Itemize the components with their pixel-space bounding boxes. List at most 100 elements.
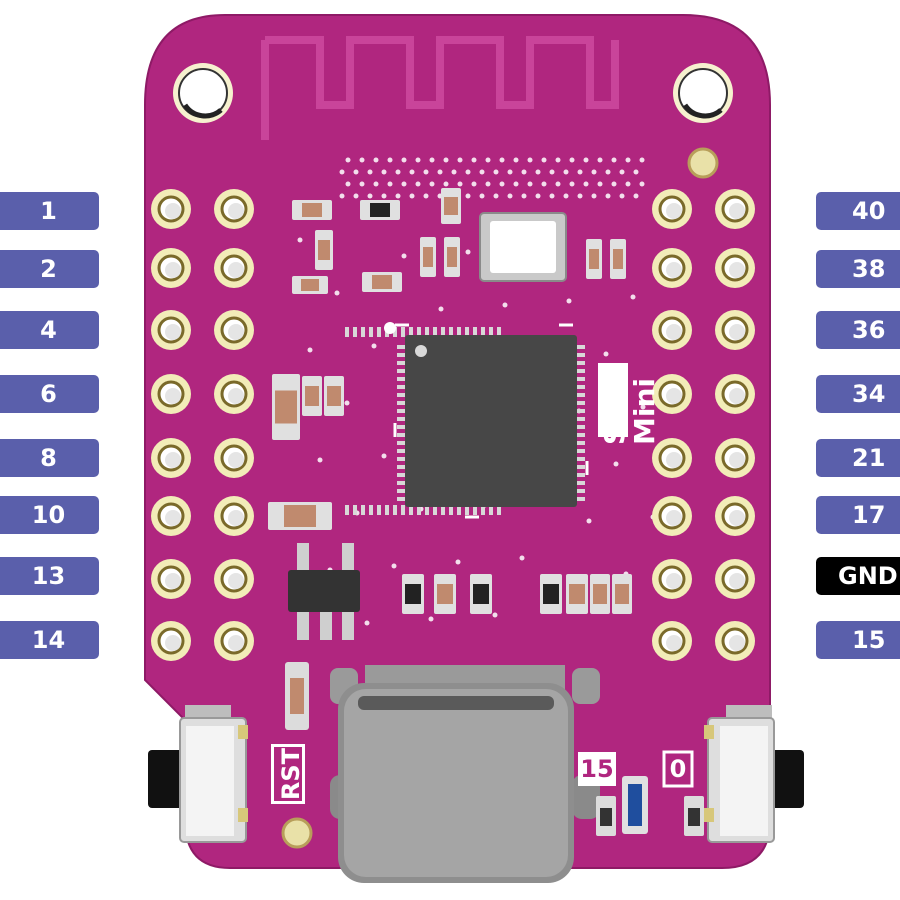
chip-pin	[417, 327, 421, 337]
via	[569, 157, 575, 163]
smd-component-body	[284, 505, 316, 527]
chip-pin	[397, 433, 407, 437]
via	[353, 193, 359, 199]
voltage-regulator	[288, 543, 360, 640]
header-pad-left-outer-bore	[165, 203, 181, 219]
header-pad-left-outer-bore	[165, 573, 181, 589]
via	[471, 181, 477, 187]
via	[415, 181, 421, 187]
header-pad-left-inner-bore	[228, 573, 244, 589]
via	[492, 612, 498, 618]
chip-pin	[481, 327, 485, 337]
via	[563, 193, 569, 199]
chip-pin	[575, 489, 585, 493]
chip-pin	[575, 417, 585, 421]
via	[613, 461, 619, 467]
chip-pin	[575, 457, 585, 461]
smd-component-body	[327, 386, 341, 406]
chip-pin	[449, 505, 453, 515]
chip-pin	[401, 505, 405, 515]
chip-pin	[575, 401, 585, 405]
via	[345, 181, 351, 187]
chip-pin	[575, 473, 585, 477]
pin-label-right-3: 36	[816, 311, 900, 349]
smd-component-body	[305, 386, 319, 406]
pin-label-right-7: GND	[816, 557, 900, 595]
silk-box-15	[578, 752, 616, 786]
chip-pin	[409, 505, 413, 515]
chip-pin	[353, 327, 357, 337]
smd-component-body	[302, 203, 322, 217]
header-pad-right-inner-bore	[666, 510, 682, 526]
pin-label-right-1: 40	[816, 192, 900, 230]
smd-resistor	[290, 678, 304, 714]
via	[527, 181, 533, 187]
header-pad-right-outer-bore	[729, 510, 745, 526]
via	[549, 169, 555, 175]
smd-component-body	[543, 584, 559, 604]
via	[586, 518, 592, 524]
header-pad-right-inner-bore	[666, 203, 682, 219]
chip-pin	[397, 385, 407, 389]
chip-pin	[397, 465, 407, 469]
chip-pin	[397, 473, 407, 477]
via	[457, 157, 463, 163]
header-pad-left-outer-bore	[165, 635, 181, 651]
reset-label: RST	[271, 744, 305, 804]
via	[499, 181, 505, 187]
silk-box-0	[662, 750, 694, 788]
via	[619, 169, 625, 175]
chip-pin	[433, 505, 437, 515]
chip-pin	[397, 425, 407, 429]
test-pad	[687, 147, 719, 179]
via	[371, 343, 377, 349]
via	[625, 157, 631, 163]
chip-pin	[449, 327, 453, 337]
header-pad-left-outer-bore	[165, 262, 181, 278]
smd-component-body	[405, 584, 421, 604]
via	[401, 181, 407, 187]
via	[429, 157, 435, 163]
via	[605, 193, 611, 199]
via	[373, 157, 379, 163]
pin-label-right-6: 17	[816, 496, 900, 534]
chip-pin	[397, 393, 407, 397]
via	[465, 169, 471, 175]
chip-pin	[397, 481, 407, 485]
chip-pin	[575, 465, 585, 469]
via	[633, 169, 639, 175]
header-pad-right-inner-bore	[666, 388, 682, 404]
via	[639, 181, 645, 187]
via	[429, 181, 435, 187]
button-gpio-left-label: 15	[580, 755, 614, 783]
smd-component-body	[589, 249, 599, 269]
via	[437, 169, 443, 175]
via	[297, 237, 303, 243]
via	[630, 294, 636, 300]
chip-pin	[497, 327, 501, 337]
via	[457, 181, 463, 187]
pin-label-right-2: 38	[816, 250, 900, 288]
via	[334, 290, 340, 296]
chip-pin	[397, 377, 407, 381]
via	[591, 193, 597, 199]
smd-component-body	[447, 247, 457, 267]
via	[603, 351, 609, 357]
pin-label-right-8: 15	[816, 621, 900, 659]
button-gpio-right-label: 0	[669, 755, 687, 783]
via	[633, 193, 639, 199]
header-pad-left-inner-bore	[228, 452, 244, 468]
smd-component-body	[275, 390, 297, 424]
smd-component-body	[437, 584, 453, 604]
via	[317, 457, 323, 463]
header-pad-right-outer-bore	[729, 324, 745, 340]
via	[563, 169, 569, 175]
pin-label-right-5: 21	[816, 439, 900, 477]
via	[428, 616, 434, 622]
chip-pin	[575, 497, 585, 501]
via	[507, 169, 513, 175]
chip-pin	[575, 369, 585, 373]
smd-component-body	[423, 247, 433, 267]
via	[345, 157, 351, 163]
